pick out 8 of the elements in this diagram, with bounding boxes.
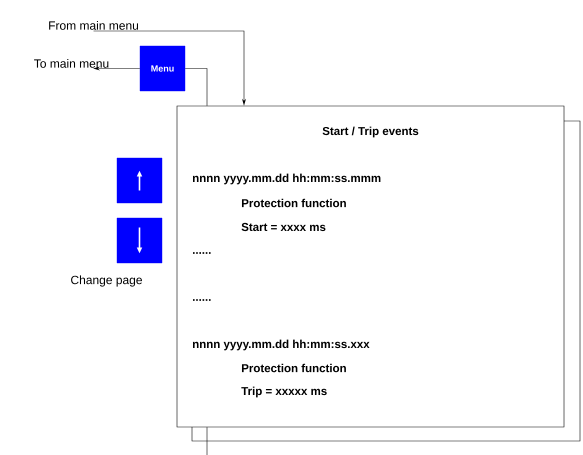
- menu-link-text: From main menu: [49, 21, 138, 30]
- caption-text: Change page: [71, 275, 142, 287]
- connector-line: [184, 68, 208, 106]
- menu-link-text: To main menu: [34, 59, 108, 68]
- menu-button: Menu: [140, 46, 186, 92]
- scroll-down-button: [116, 218, 162, 264]
- connector-line: [206, 427, 208, 455]
- scroll-up-button: [116, 158, 162, 204]
